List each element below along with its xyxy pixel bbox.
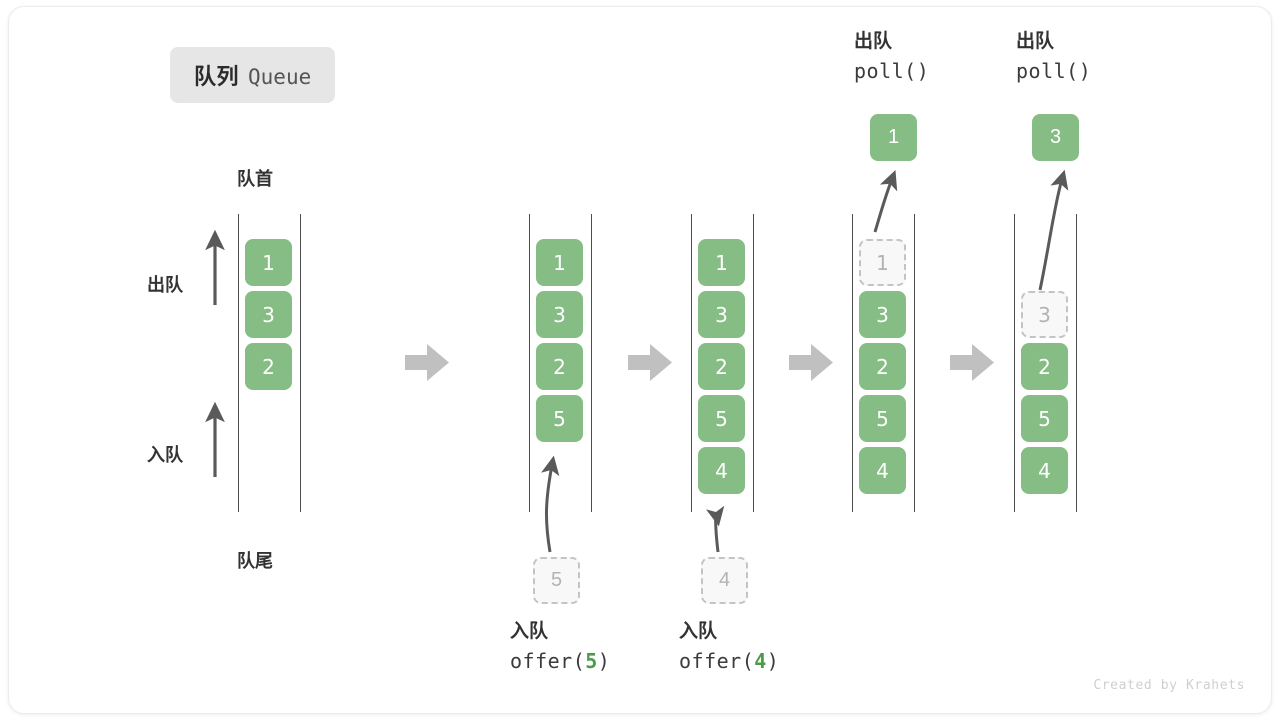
- enqueue-arrow-4-icon: [705, 505, 725, 553]
- queue-rail-right: [914, 214, 915, 512]
- operation-label-poll-3: 出队 poll(): [1016, 27, 1091, 87]
- queue-cell: 4: [698, 447, 745, 494]
- diagram-card: 队列 Queue 队首 队尾 出队 入队 1 3 2 1 3 2 5 5: [8, 6, 1272, 714]
- arrow-overlay: [205, 169, 1069, 553]
- queue-rail-left: [238, 214, 239, 512]
- queue-panel-after-offer-5: 1 3 2 5: [529, 214, 593, 512]
- queue-rail-left: [852, 214, 853, 512]
- queue-tail-label: 队尾: [237, 551, 273, 571]
- popped-element: 3: [1032, 114, 1079, 161]
- queue-panel-after-poll-3: 3 2 5 4: [1014, 214, 1078, 512]
- queue-rail-left: [529, 214, 530, 512]
- queue-rail-left: [1014, 214, 1015, 512]
- operation-label-poll-1: 出队 poll(): [854, 27, 929, 87]
- operation-code: offer(5): [510, 649, 611, 674]
- queue-cell-removed: 3: [1021, 291, 1068, 338]
- queue-cell: 2: [536, 343, 583, 390]
- queue-head-label: 队首: [237, 169, 273, 189]
- queue-rail-right: [753, 214, 754, 512]
- operation-code: poll(): [1016, 59, 1092, 84]
- queue-cell: 3: [536, 291, 583, 338]
- title-english: Queue: [248, 65, 312, 89]
- diagram-title-badge: 队列 Queue: [170, 47, 336, 103]
- operation-label-offer-5: 入队 offer(5): [510, 617, 610, 677]
- queue-cell: 3: [859, 291, 906, 338]
- queue-cell: 5: [698, 395, 745, 442]
- queue-cell: 5: [536, 395, 583, 442]
- queue-cell: 5: [859, 395, 906, 442]
- operation-name-cn: 入队: [679, 621, 718, 642]
- queue-cell: 2: [698, 343, 745, 390]
- queue-cell: 1: [536, 239, 583, 286]
- queue-cell: 3: [698, 291, 745, 338]
- pending-enqueue-element: 5: [533, 557, 580, 604]
- dequeue-direction-label: 出队: [147, 275, 183, 295]
- queue-panel-after-offer-4: 1 3 2 5 4: [691, 214, 755, 512]
- operation-name-cn: 入队: [510, 621, 549, 642]
- pending-enqueue-element: 4: [701, 557, 748, 604]
- queue-cell: 1: [698, 239, 745, 286]
- operation-name-cn: 出队: [1016, 31, 1055, 52]
- queue-rail-left: [691, 214, 692, 512]
- popped-element: 1: [870, 114, 917, 161]
- operation-label-offer-4: 入队 offer(4): [679, 617, 779, 677]
- queue-cell: 3: [245, 291, 292, 338]
- queue-cell: 2: [245, 343, 292, 390]
- step-arrow-icon: [628, 344, 672, 381]
- queue-rail-right: [1076, 214, 1077, 512]
- diagram-stage: 队列 Queue 队首 队尾 出队 入队 1 3 2 1 3 2 5 5: [9, 7, 1271, 713]
- operation-code: offer(4): [679, 649, 780, 674]
- queue-cell: 4: [1021, 447, 1068, 494]
- step-arrow-icon: [789, 344, 833, 381]
- queue-cell: 2: [1021, 343, 1068, 390]
- queue-cell: 1: [245, 239, 292, 286]
- queue-panel-after-poll-1: 1 3 2 5 4: [852, 214, 916, 512]
- enqueue-direction-label: 入队: [147, 445, 183, 465]
- queue-cell: 4: [859, 447, 906, 494]
- operation-name-cn: 出队: [854, 31, 893, 52]
- queue-cell: 2: [859, 343, 906, 390]
- title-chinese: 队列: [194, 64, 240, 89]
- queue-panel-initial: 1 3 2: [238, 214, 302, 512]
- step-arrow-icon: [405, 344, 449, 381]
- queue-cell-removed: 1: [859, 239, 906, 286]
- queue-cell: 5: [1021, 395, 1068, 442]
- queue-rail-right: [591, 214, 592, 512]
- queue-rail-right: [300, 214, 301, 512]
- credit-text: Created by Krahets: [1093, 678, 1245, 693]
- operation-code: poll(): [854, 59, 930, 84]
- step-arrow-icon: [950, 344, 994, 381]
